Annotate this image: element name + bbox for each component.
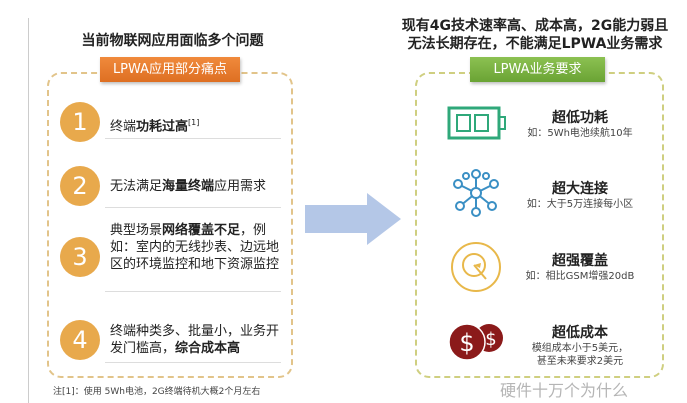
- requirement-3: 超强覆盖如：相比GSM增强20dB: [520, 253, 640, 283]
- requirement-desc: 如：大于5万连接每小区: [526, 199, 634, 210]
- bold-text: 海量终端: [162, 179, 215, 194]
- number-circle: 1: [60, 102, 100, 142]
- bold-text: 功耗过高: [136, 119, 189, 135]
- text: 终端: [110, 119, 137, 135]
- bold-text: 综合成本高: [175, 341, 241, 356]
- arrow-right-icon: [305, 193, 401, 245]
- pain-point-4: 终端种类多、批量小，业务开发门槛高，综合成本高: [110, 323, 285, 357]
- divider: [105, 362, 281, 363]
- text: 应用需求: [214, 179, 267, 194]
- text: ，例如：室内的无线抄表、边远地区的环境监控和地下资源监控: [110, 223, 280, 272]
- battery-icon: [447, 106, 506, 140]
- requirement-desc: 如：5Wh电池续航10年: [527, 128, 633, 139]
- dollar-icon: $$: [448, 323, 503, 361]
- number-circle: 3: [60, 237, 100, 277]
- divider: [105, 207, 281, 208]
- divider: [105, 291, 281, 292]
- pain-point-1: 终端功耗过高[1]: [110, 114, 285, 135]
- divider: [105, 138, 281, 139]
- network-icon: [453, 169, 499, 217]
- requirement-title: 超大连接: [552, 181, 608, 197]
- requirements-badge: LPWA业务要求: [470, 57, 605, 82]
- requirement-desc: 甚至未来要求2美元: [536, 356, 624, 367]
- requirement-title: 超强覆盖: [552, 253, 608, 269]
- requirement-desc: 如：相比GSM增强20dB: [525, 271, 635, 282]
- right-title: 现有4G技术速率高、成本高，2G能力弱且无法长期存在，不能满足LPWA业务需求: [390, 17, 680, 53]
- pain-point-2: 无法满足海量终端应用需求: [110, 178, 285, 195]
- pain-point-3: 典型场景网络覆盖不足，例如：室内的无线抄表、边远地区的环境监控和地下资源监控: [110, 222, 285, 273]
- number-circle: 4: [60, 320, 100, 360]
- right-title-line2: 无法长期存在，不能满足LPWA业务需求: [407, 36, 663, 52]
- requirement-desc: 模组成本小于5美元，: [531, 343, 629, 354]
- svg-text:$: $: [459, 329, 474, 357]
- requirement-title: 超低功耗: [552, 110, 608, 126]
- watermark: 硬件十万个为什么: [500, 381, 629, 400]
- pain-points-badge: LPWA应用部分痛点: [100, 57, 240, 82]
- text: 典型场景: [110, 223, 163, 238]
- text: 终端种类多、批量小，业务开发门槛高，: [110, 324, 280, 356]
- requirement-2: 超大连接如：大于5万连接每小区: [520, 181, 640, 211]
- footnote-ref: [1]: [188, 118, 200, 127]
- requirement-1: 超低功耗如：5Wh电池续航10年: [520, 110, 640, 140]
- requirement-4: 超低成本模组成本小于5美元， 甚至未来要求2美元: [520, 325, 640, 368]
- requirement-title: 超低成本: [552, 325, 608, 341]
- number-circle: 2: [60, 166, 100, 206]
- left-border-line: [28, 18, 29, 403]
- coverage-icon: [451, 242, 501, 292]
- right-title-line1: 现有4G技术速率高、成本高，2G能力弱且: [401, 18, 669, 34]
- footnote: 注[1]：使用 5Wh电池，2G终端待机大概2个月左右: [53, 387, 261, 397]
- bold-text: 网络覆盖不足: [162, 223, 241, 238]
- left-title: 当前物联网应用面临多个问题: [81, 33, 264, 49]
- svg-text:$: $: [485, 329, 496, 350]
- text: 无法满足: [110, 179, 163, 194]
